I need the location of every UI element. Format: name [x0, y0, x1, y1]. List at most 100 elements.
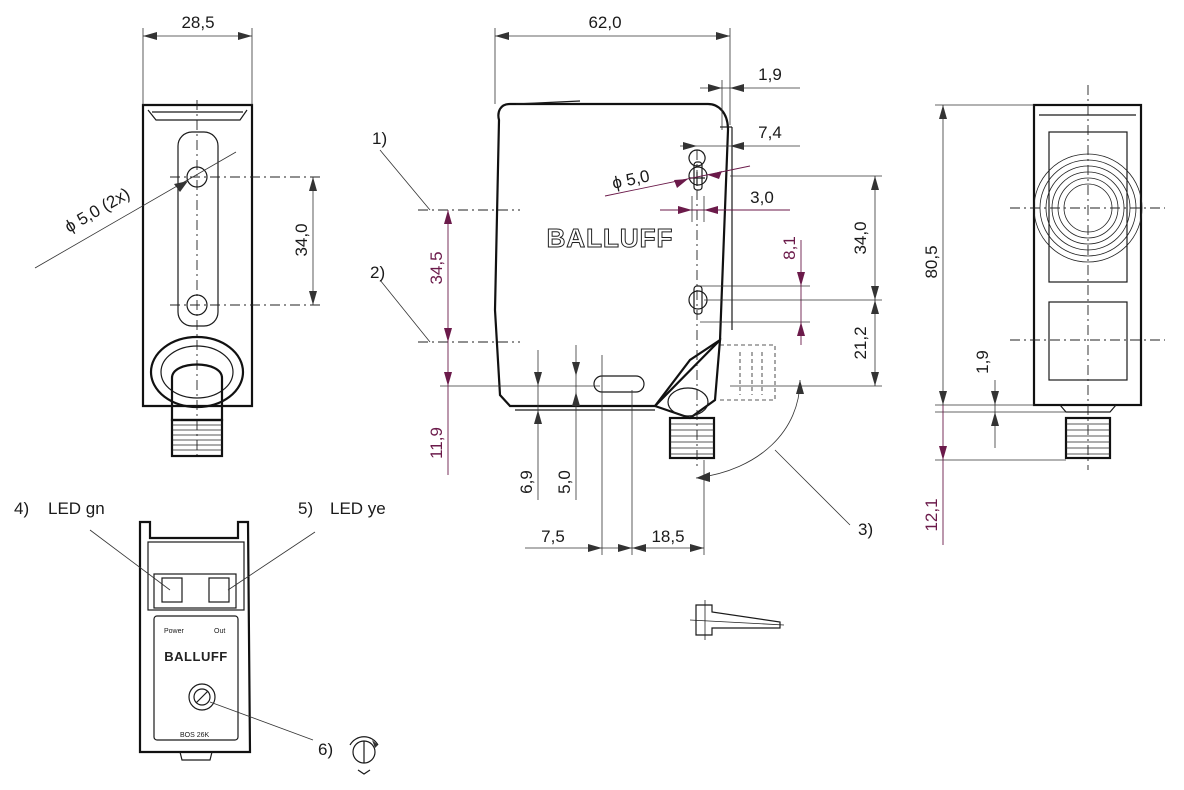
dim-18-5: 18,5: [651, 527, 684, 546]
dim-34-front: 34,0: [851, 221, 870, 254]
arrowhead: [871, 300, 879, 314]
rotate-adjust-icon: [349, 736, 379, 775]
callout-4-leader: [89, 529, 171, 591]
connector-collar: [149, 335, 245, 409]
front-housing-outline: [493, 102, 730, 408]
callout-5-leader: [227, 531, 316, 591]
arrowhead: [939, 446, 947, 460]
dim-hole-dia-side: ϕ 5,0 (2x): [61, 184, 133, 236]
hole-front-upper: [688, 166, 708, 186]
dim-21-2: 21,2: [851, 326, 870, 359]
rotate-icon-arc: [349, 736, 379, 746]
arrowhead: [991, 391, 999, 405]
arrowhead: [444, 210, 452, 224]
dim-12-1: 12,1: [922, 498, 941, 531]
arrowhead: [444, 328, 452, 342]
potentiometer-knob[interactable]: [193, 688, 211, 706]
end-housing-outline: [1032, 103, 1143, 407]
label-out: Out: [214, 628, 225, 635]
label-led-ye: LED ye: [330, 499, 386, 518]
dim-offset-3-0: 3,0: [750, 188, 774, 207]
connector-collar-inner: [160, 345, 234, 399]
brand-logo-back: BALLUFF: [164, 649, 227, 664]
arrowhead: [618, 544, 632, 552]
cable-icon-axis: [689, 619, 785, 626]
led-yellow: [208, 577, 230, 603]
arrowhead: [871, 286, 879, 300]
rotation-arc: [695, 379, 801, 479]
arrowhead: [683, 142, 697, 150]
side-view: 28,5 34,0 ϕ 5,0 (2x): [34, 13, 320, 460]
arrowhead: [696, 472, 710, 482]
callout-2: 2): [370, 263, 385, 282]
cable-variant-icon: [689, 600, 785, 640]
connector-body: [170, 363, 224, 422]
callout-6-leader: [209, 701, 314, 741]
front-view: BALLUFF 62,0 1,9 7,4: [370, 13, 882, 640]
side-housing-outline: [141, 103, 254, 408]
arrowhead: [174, 181, 188, 192]
label-led-gn: LED gn: [48, 499, 105, 518]
dim-height-34-5: 34,5: [427, 251, 446, 284]
callout-2-leader: [379, 279, 431, 343]
dim-offset-7-4: 7,4: [758, 123, 782, 142]
end-connector-thread: [1064, 416, 1112, 460]
arrowhead: [588, 544, 602, 552]
callout-5: 5): [298, 499, 313, 518]
arrowhead: [238, 32, 252, 40]
arrowhead: [495, 32, 509, 40]
arrowhead: [632, 544, 646, 552]
led-window: [153, 573, 237, 609]
potentiometer-outer: [188, 683, 216, 711]
side-top-lip: [147, 109, 248, 121]
arrowhead: [704, 206, 718, 214]
connector-thread: [170, 418, 224, 458]
arrowhead: [444, 372, 452, 386]
dim-8-1: 8,1: [780, 236, 799, 260]
arrowhead: [572, 392, 580, 406]
keyhole-slot-lower: [693, 285, 703, 315]
callout-3-leader: [774, 449, 851, 526]
front-connector-base: [653, 337, 722, 420]
arrowhead: [797, 272, 805, 286]
dim-width-side: 28,5: [181, 13, 214, 32]
arrowhead: [572, 362, 580, 376]
back-bottom-tab: [179, 751, 213, 761]
callout-3: 3): [858, 520, 873, 539]
arrowhead: [143, 32, 157, 40]
led-green: [161, 577, 183, 603]
arrowhead: [372, 740, 378, 748]
callout-1: 1): [372, 129, 387, 148]
front-connector-collar: [667, 387, 709, 417]
arrowhead: [939, 105, 947, 119]
arrowhead: [797, 322, 805, 336]
dim-offset-1-9: 1,9: [758, 65, 782, 84]
brand-logo-front: BALLUFF: [547, 223, 674, 253]
arrowhead: [309, 177, 317, 191]
back-housing-outline: [138, 520, 252, 754]
label-model: BOS 26K: [180, 732, 210, 739]
arrowhead: [871, 176, 879, 190]
arrowhead: [730, 84, 744, 92]
front-top-edge: [515, 100, 581, 105]
led-window-frame: [147, 541, 245, 611]
back-view: Power Out BALLUFF BOS 26K 4) LED gn 5) L…: [14, 499, 386, 775]
end-view: 80,5 1,9 12,1: [922, 85, 1165, 545]
arrowhead: [991, 412, 999, 426]
rotate-icon-tick: [357, 769, 371, 775]
arrowhead: [534, 372, 542, 386]
dim-1-9-right: 1,9: [973, 350, 992, 374]
arrowhead: [730, 142, 744, 150]
alt-connector-ghost: [720, 344, 776, 401]
alt-connector-ghost-lines: [739, 352, 763, 395]
dim-hole-spacing-side: 34,0: [292, 223, 311, 256]
label-power: Power: [164, 628, 185, 635]
control-panel: [153, 615, 239, 741]
dim-6-9: 6,9: [517, 470, 536, 494]
dim-7-5: 7,5: [541, 527, 565, 546]
dim-11-9: 11,9: [427, 427, 446, 459]
dim-length-top: 62,0: [588, 13, 621, 32]
arrowhead: [708, 171, 722, 179]
